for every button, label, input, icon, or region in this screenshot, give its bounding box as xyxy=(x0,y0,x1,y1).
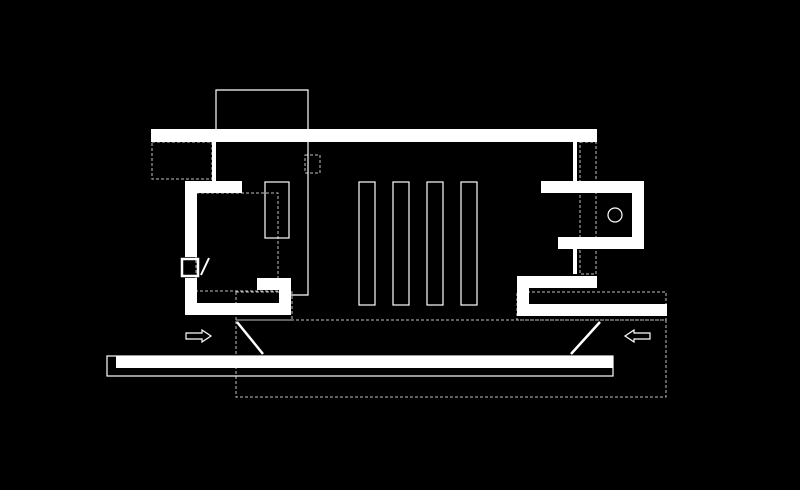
circle-icon xyxy=(607,207,623,223)
louver-4 xyxy=(460,181,478,306)
wall-left-bottom xyxy=(185,303,291,315)
arrow-right-icon xyxy=(185,328,213,344)
wall-left-side-upper xyxy=(185,181,197,257)
louver-3 xyxy=(426,181,444,306)
door-swing-right xyxy=(570,321,601,355)
wall-right-side xyxy=(632,181,644,249)
dashed-box-small xyxy=(304,154,321,174)
wall-right-mid xyxy=(558,237,644,249)
bench xyxy=(116,356,613,368)
walls xyxy=(116,129,667,368)
fixture-box xyxy=(180,257,200,278)
arrow-left-icon xyxy=(623,328,651,344)
upper-volume-outline xyxy=(215,89,309,296)
fixture-slash xyxy=(200,257,210,276)
wall-right-lower-top xyxy=(517,276,597,288)
entry-arrows xyxy=(185,328,651,344)
column-right-lower xyxy=(573,248,577,274)
wall-left-jamb xyxy=(279,278,291,315)
wall-right-top xyxy=(541,181,644,193)
roof-beam xyxy=(151,129,597,142)
column-right-upper xyxy=(573,142,577,182)
door-swing-left xyxy=(236,321,264,355)
tall-cabinet xyxy=(264,181,290,239)
thin-lines xyxy=(106,89,623,377)
wall-left-top xyxy=(185,181,242,193)
wall-right-lower-bottom xyxy=(517,304,667,316)
column-left xyxy=(212,142,216,181)
louver-1 xyxy=(358,181,376,306)
louver-2 xyxy=(392,181,410,306)
